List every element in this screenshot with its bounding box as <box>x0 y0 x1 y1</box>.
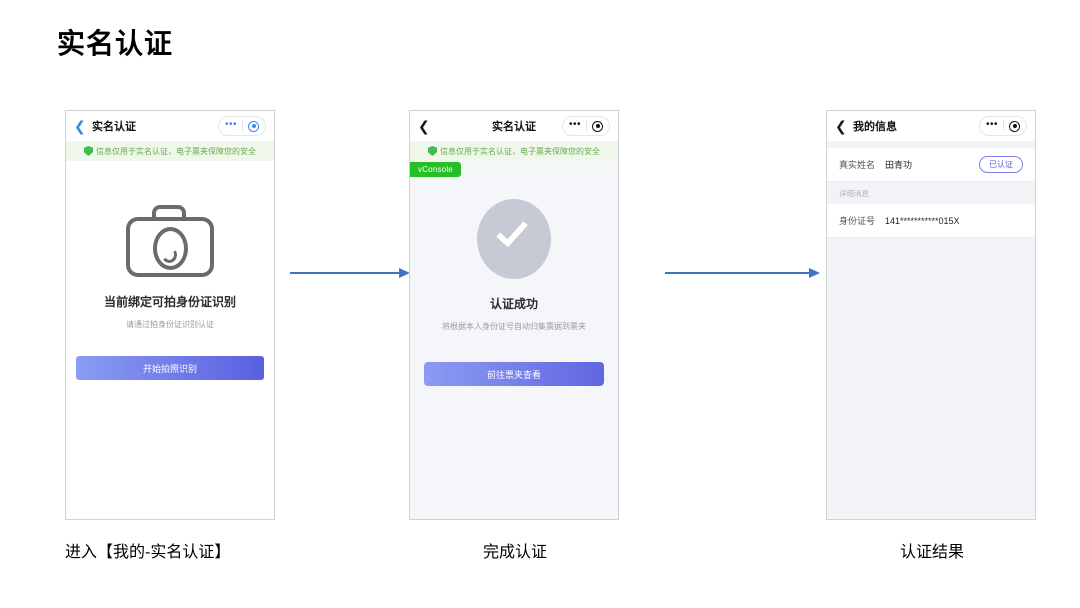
vconsole-tag[interactable]: vConsole <box>410 162 461 177</box>
info-row-id-number[interactable]: 身份证号 141***********015X <box>827 204 1035 238</box>
capsule-divider <box>242 121 243 131</box>
navbar-2: ❮ 实名认证 ••• <box>410 111 618 141</box>
go-to-wallet-button[interactable]: 前往票夹查看 <box>424 362 604 386</box>
shield-check-icon <box>428 146 437 156</box>
navbar-1: ❮ 实名认证 ••• <box>66 111 274 141</box>
target-circle-icon[interactable] <box>592 120 603 132</box>
row-label: 身份证号 <box>839 216 876 226</box>
subline-2: 将根据本人身份证号自动归集票据到票夹 <box>442 322 586 331</box>
phone-mockup-3: ❮ 我的信息 ••• 真实姓名 田青功 已认证 详细消息 身份证号 141***… <box>826 110 1036 520</box>
back-chevron-icon[interactable]: ❮ <box>418 118 430 134</box>
phone-body-1: 当前绑定可拍身份证识别 请通过拍身份证识别认证 开始拍照识别 <box>66 161 274 519</box>
step-3: ❮ 我的信息 ••• 真实姓名 田青功 已认证 详细消息 身份证号 141***… <box>826 110 1038 562</box>
arrow-head-icon <box>399 268 410 278</box>
subline-1: 请通过拍身份证识别认证 <box>126 320 214 329</box>
phone-mockup-2: ❮ 实名认证 ••• 信息仅用于实名认证，电子票夹保障您的安全 vConsole <box>409 110 619 520</box>
check-mark <box>496 214 528 248</box>
more-dots-icon[interactable]: ••• <box>568 118 581 130</box>
row-value: 田青功 <box>885 160 913 170</box>
step-1: ❮ 实名认证 ••• 信息仅用于实名认证，电子票夹保障您的安全 <box>65 110 277 562</box>
capsule-divider <box>1003 121 1004 131</box>
camera-lens <box>153 227 188 270</box>
success-illustration <box>410 161 618 279</box>
headline-2: 认证成功 <box>489 297 538 311</box>
security-notice-banner-2: 信息仅用于实名认证，电子票夹保障您的安全 <box>410 141 618 161</box>
wechat-capsule-2[interactable]: ••• <box>561 116 610 136</box>
phone-mockup-1: ❮ 实名认证 ••• 信息仅用于实名认证，电子票夹保障您的安全 <box>65 110 275 520</box>
target-circle-icon[interactable] <box>248 120 259 132</box>
step-2: ❮ 实名认证 ••• 信息仅用于实名认证，电子票夹保障您的安全 vConsole <box>409 110 621 562</box>
step-caption-2: 完成认证 <box>482 544 547 561</box>
navbar-3: ❮ 我的信息 ••• <box>827 111 1035 141</box>
target-circle-icon[interactable] <box>1009 120 1020 132</box>
arrow-line <box>290 272 400 274</box>
more-dots-icon[interactable]: ••• <box>985 118 998 130</box>
step-caption-3: 认证结果 <box>899 544 964 561</box>
capsule-divider <box>586 121 587 131</box>
more-dots-icon[interactable]: ••• <box>224 118 237 130</box>
flow-diagram: ❮ 实名认证 ••• 信息仅用于实名认证，电子票夹保障您的安全 <box>0 110 1080 590</box>
row-value: 141***********015X <box>885 215 960 226</box>
check-circle-icon <box>477 199 551 279</box>
flow-arrow-2 <box>665 268 820 278</box>
start-capture-button[interactable]: 开始拍照识别 <box>76 356 264 380</box>
security-notice-banner-1: 信息仅用于实名认证，电子票夹保障您的安全 <box>66 141 274 161</box>
section-header-detail: 详细消息 <box>827 182 1035 204</box>
step-caption-1: 进入【我的-实名认证】 <box>65 544 231 561</box>
info-row-real-name[interactable]: 真实姓名 田青功 已认证 <box>827 148 1035 182</box>
nav-title: 实名认证 <box>92 121 136 133</box>
camera-icon <box>126 203 214 277</box>
row-label: 真实姓名 <box>839 160 876 170</box>
status-badge: 已认证 <box>979 156 1023 173</box>
arrow-line <box>665 272 810 274</box>
security-notice-text: 信息仅用于实名认证，电子票夹保障您的安全 <box>96 146 256 156</box>
back-chevron-icon[interactable]: ❮ <box>835 118 847 134</box>
page-title: 实名认证 <box>57 28 174 59</box>
flow-arrow-1 <box>290 268 410 278</box>
camera-illustration <box>66 161 274 277</box>
phone-body-2: 认证成功 将根据本人身份证号自动归集票据到票夹 前往票夹查看 <box>410 161 618 519</box>
headline-1: 当前绑定可拍身份证识别 <box>103 295 236 309</box>
security-notice-text: 信息仅用于实名认证，电子票夹保障您的安全 <box>440 146 600 156</box>
wechat-capsule-3[interactable]: ••• <box>978 116 1027 136</box>
wechat-capsule-1[interactable]: ••• <box>217 116 266 136</box>
arrow-head-icon <box>809 268 820 278</box>
shield-check-icon <box>84 146 93 156</box>
back-chevron-icon[interactable]: ❮ <box>74 118 86 134</box>
list-top-gap <box>827 141 1035 148</box>
nav-title: 我的信息 <box>853 121 897 133</box>
